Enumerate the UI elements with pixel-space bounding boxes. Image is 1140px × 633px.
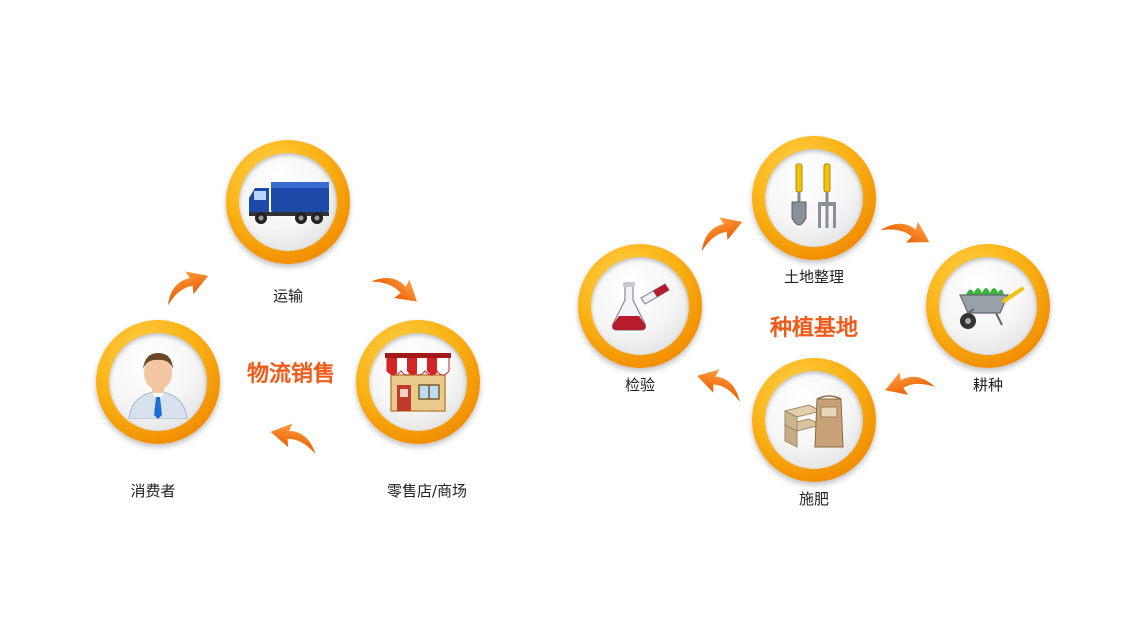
logistics-title: 物流销售 bbox=[246, 362, 336, 387]
land-prep-node bbox=[752, 136, 876, 260]
wheelbarrow-icon bbox=[959, 287, 1024, 329]
fertilizer-bags-icon bbox=[783, 395, 844, 448]
lab-flask-icon bbox=[611, 282, 670, 331]
arrow-fertilize-to-inspection bbox=[690, 360, 749, 406]
fertilize-node bbox=[752, 358, 876, 482]
arrow-transport-to-store bbox=[367, 257, 429, 316]
truck-icon bbox=[249, 182, 329, 224]
cultivation-label: 耕种 bbox=[972, 376, 1004, 394]
transport-label: 运输 bbox=[272, 287, 304, 305]
arrow-store-to-consumer bbox=[265, 416, 322, 459]
store-label: 零售店/商场 bbox=[386, 482, 468, 500]
arrow-consumer-to-transport bbox=[156, 260, 216, 310]
arrow-inspection-to-land-prep bbox=[690, 206, 750, 256]
planting-title: 种植基地 bbox=[769, 316, 859, 341]
consumer-icon bbox=[128, 353, 188, 419]
consumer-label: 消费者 bbox=[130, 482, 176, 500]
fertilize-label: 施肥 bbox=[798, 490, 830, 508]
arrow-cultivation-to-fertilize bbox=[878, 358, 938, 408]
store-node bbox=[356, 320, 480, 444]
consumer-node bbox=[96, 320, 220, 444]
store-icon bbox=[385, 353, 451, 412]
cultivation-node bbox=[926, 244, 1050, 368]
transport-node bbox=[226, 140, 350, 264]
inspection-label: 检验 bbox=[624, 376, 656, 394]
inspection-node bbox=[578, 244, 702, 368]
garden-tools-icon bbox=[791, 163, 836, 228]
land-prep-label: 土地整理 bbox=[783, 268, 845, 286]
